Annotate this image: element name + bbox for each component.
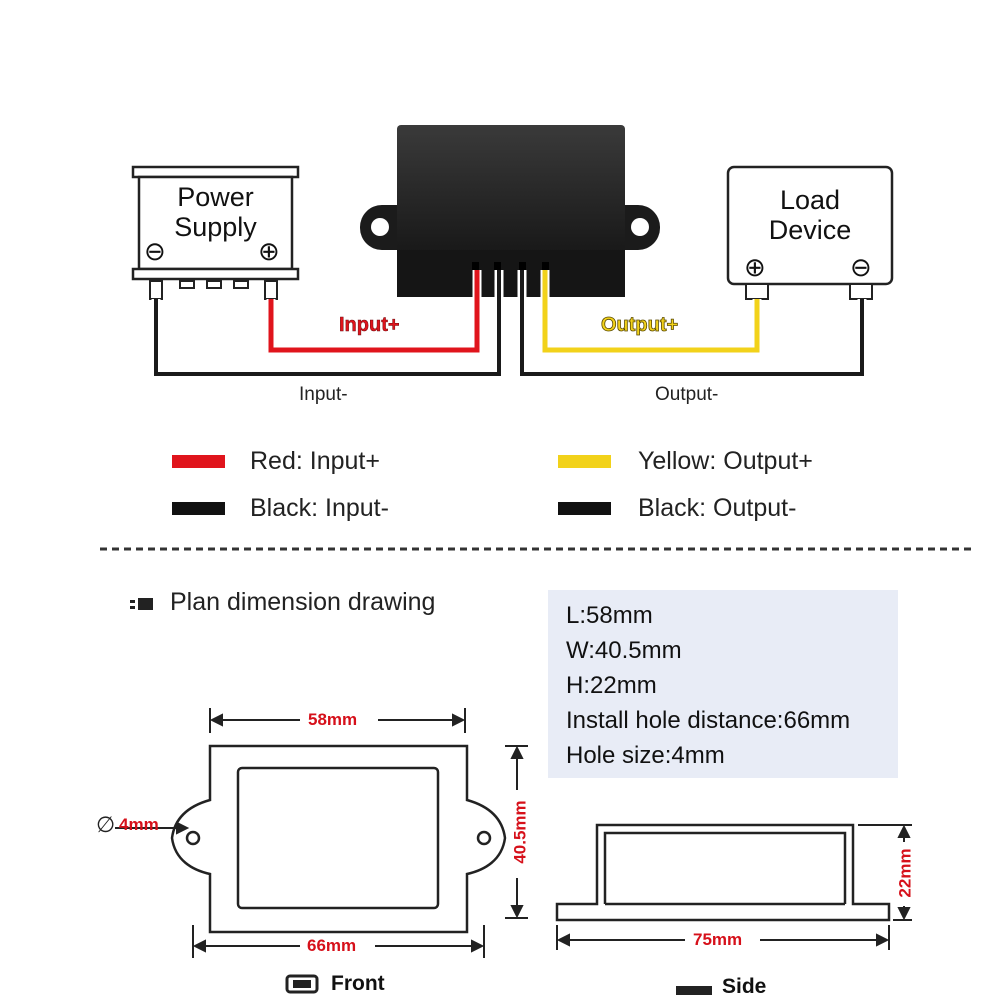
- front-view-drawing: [170, 744, 507, 934]
- load-device-box: [726, 165, 894, 300]
- front-caption: Front: [331, 972, 385, 995]
- spec-box: L:58mm W:40.5mm H:22mm Install hole dist…: [548, 590, 898, 778]
- input-plus-label: Input+: [339, 314, 400, 337]
- load-device-line2: Device: [768, 215, 852, 245]
- converter-module: [360, 125, 660, 297]
- power-supply-label: Power Supply: [139, 182, 292, 242]
- side-caption-icon: [676, 986, 712, 995]
- front-hole-size-dimension: 4mm: [119, 815, 159, 834]
- power-supply-negative-terminal-icon: ⊖: [144, 236, 166, 266]
- input-minus-label: Input-: [299, 384, 348, 405]
- power-supply-line2: Supply: [174, 212, 257, 242]
- load-device-label: Load Device: [728, 185, 892, 245]
- front-caption-icon: [285, 974, 319, 994]
- front-hole-distance-dimension: 66mm: [307, 936, 357, 955]
- mount-hole-right: [631, 218, 649, 236]
- spec-width: W:40.5mm: [566, 637, 682, 664]
- hole-diameter-icon: ∅: [96, 812, 116, 837]
- spec-hole-size: Hole size:4mm: [566, 742, 725, 769]
- spec-height: H:22mm: [566, 672, 657, 699]
- spec-length: L:58mm: [566, 602, 653, 629]
- side-height-dimension: 22mm: [895, 848, 915, 898]
- front-dimension-lines: [115, 708, 528, 958]
- dimension-heading: Plan dimension drawing: [170, 588, 436, 616]
- side-view-drawing: [555, 823, 891, 922]
- legend-red-text: Red: Input+: [250, 447, 380, 475]
- power-supply-box: [131, 165, 300, 300]
- side-length-dimension: 75mm: [693, 930, 743, 949]
- legend-swatch-black-output: [558, 502, 611, 515]
- side-caption: Side: [722, 975, 767, 998]
- side-dimension-lines: [556, 824, 912, 950]
- power-supply-positive-terminal-icon: ⊕: [258, 236, 280, 266]
- load-device-negative-terminal-icon: ⊖: [850, 252, 872, 282]
- spec-hole-distance: Install hole distance:66mm: [566, 707, 851, 734]
- legend-swatch-yellow: [558, 455, 611, 468]
- legend-black-input-text: Black: Input-: [250, 494, 389, 522]
- legend-black-output-text: Black: Output-: [638, 494, 797, 522]
- load-device-positive-terminal-icon: ⊕: [744, 252, 766, 282]
- legend-swatch-black-input: [172, 502, 225, 515]
- legend-swatch-red: [172, 455, 225, 468]
- legend-yellow-text: Yellow: Output+: [638, 447, 813, 475]
- mount-hole-left: [371, 218, 389, 236]
- front-length-dimension: 58mm: [308, 710, 358, 729]
- front-width-dimension: 40.5mm: [510, 800, 530, 864]
- output-plus-label: Output+: [601, 314, 679, 337]
- drawing-icon: [130, 598, 153, 610]
- power-supply-line1: Power: [177, 182, 254, 212]
- wires: [151, 270, 867, 379]
- output-minus-label: Output-: [655, 384, 719, 405]
- load-device-line1: Load: [779, 185, 841, 215]
